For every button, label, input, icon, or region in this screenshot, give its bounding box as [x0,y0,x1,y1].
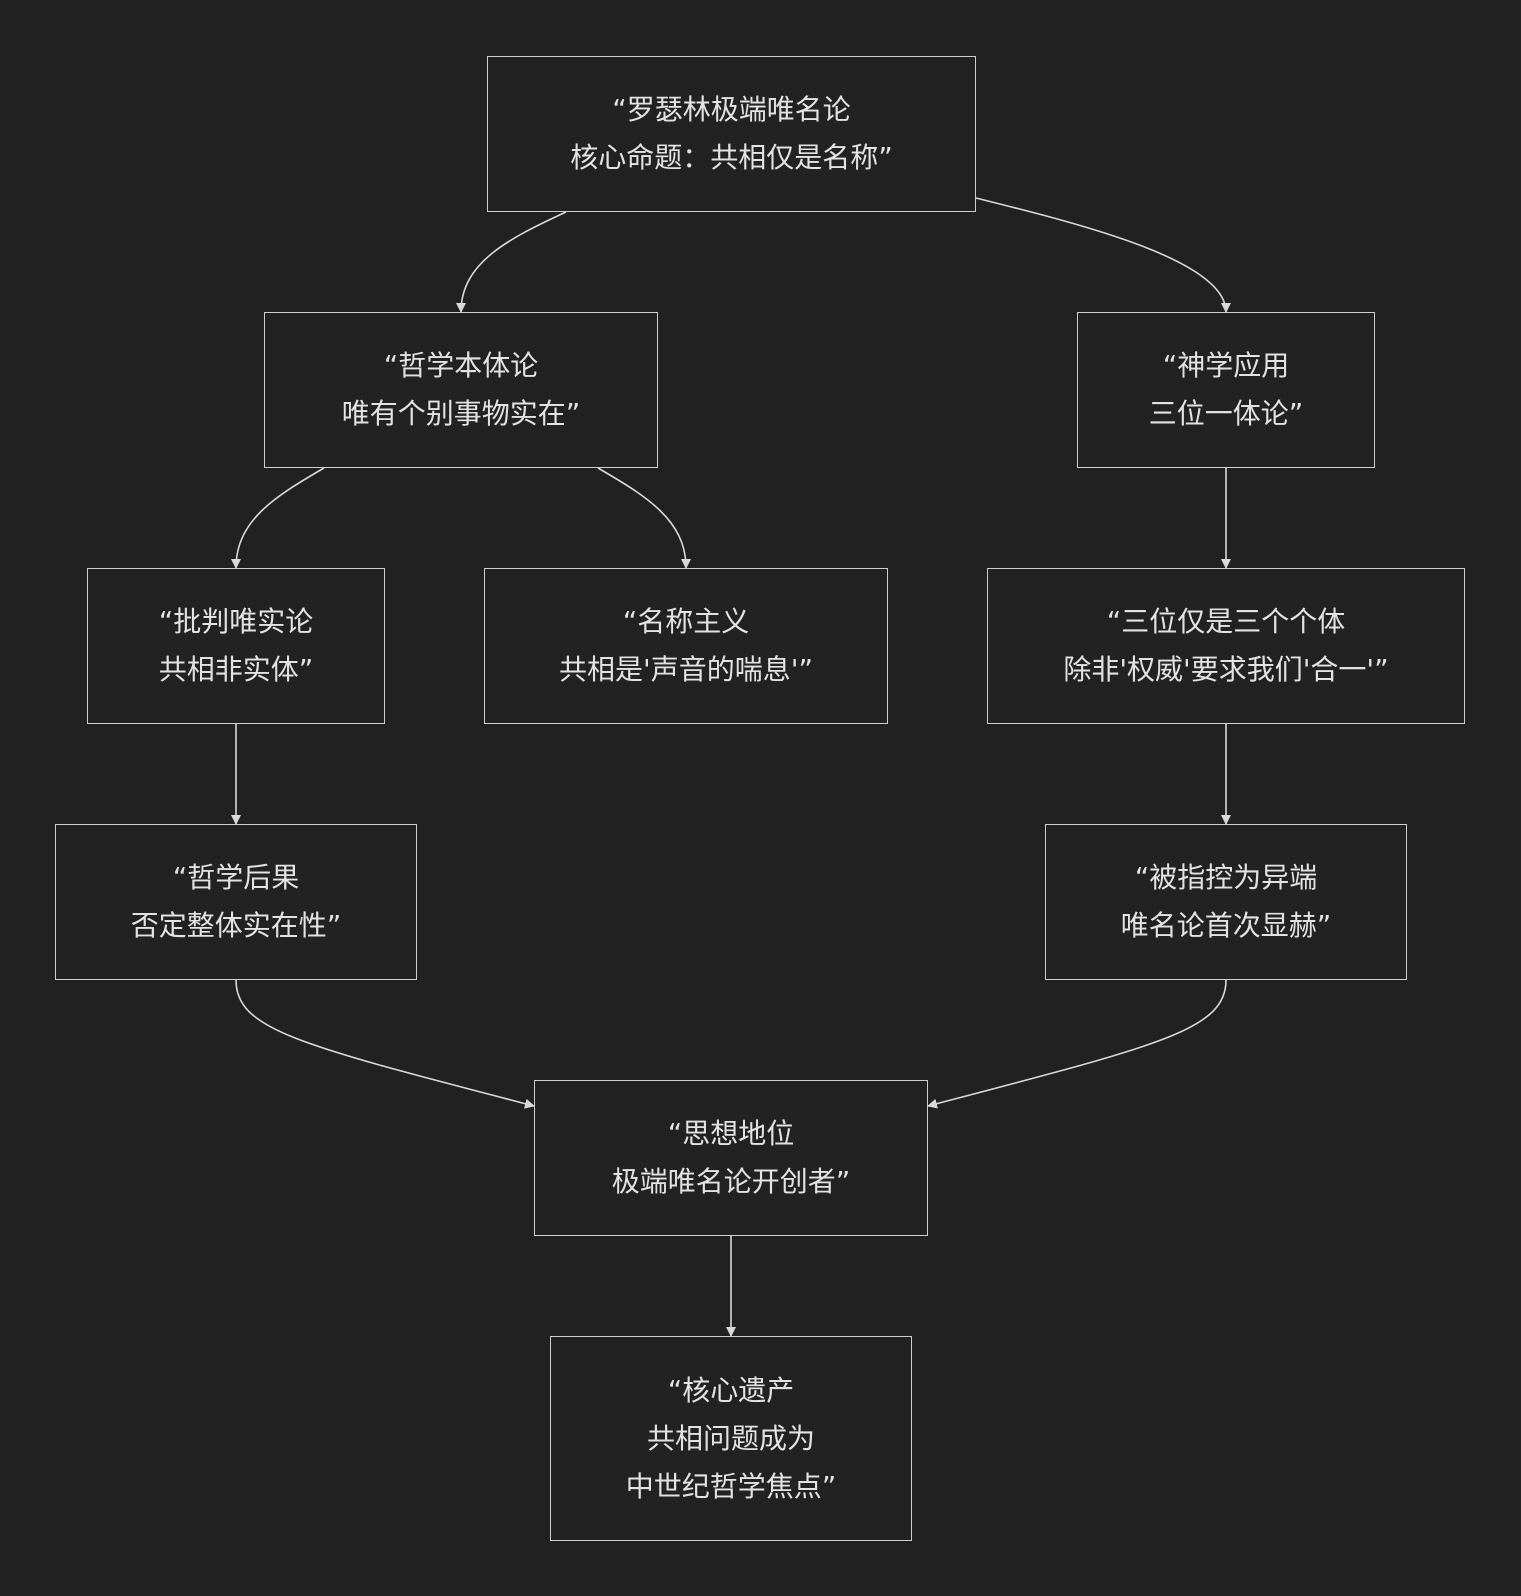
node-label-line: “神学应用 [1162,349,1290,382]
node-label-line: 唯名论首次显赫” [1120,909,1332,942]
node-critique-of-realism: “批判唯实论 共相非实体” [87,568,385,724]
node-philosophical-ontology: “哲学本体论 唯有个别事物实在” [264,312,658,468]
node-label-line: “三位仅是三个个体 [1106,605,1346,638]
node-label-line: 共相是'声音的喘息'” [559,653,813,686]
node-label-line: “名称主义 [622,605,750,638]
node-label-line: “哲学后果 [172,861,300,894]
node-label-line: 极端唯名论开创者” [611,1165,851,1198]
node-accused-of-heresy: “被指控为异端 唯名论首次显赫” [1045,824,1407,980]
node-core-legacy: “核心遗产 共相问题成为 中世纪哲学焦点” [550,1336,912,1541]
edge-n2-n4 [231,467,325,569]
node-philosophical-consequence: “哲学后果 否定整体实在性” [55,824,417,980]
node-label-line: “核心遗产 [667,1373,795,1407]
node-intellectual-status: “思想地位 极端唯名论开创者” [534,1080,928,1236]
node-three-individuals: “三位仅是三个个体 除非'权威'要求我们'合一'” [987,568,1465,724]
node-label-line: 否定整体实在性” [130,909,342,942]
node-label-line: 除非'权威'要求我们'合一'” [1063,653,1389,686]
edge-n7-n9 [235,979,535,1109]
edge-n8-n9 [927,979,1227,1109]
node-label-line: 三位一体论” [1148,397,1304,430]
node-label-line: “罗瑟林极端唯名论 [612,93,851,126]
node-label-line: 核心命题：共相仅是名称” [570,141,893,174]
node-label-line: “哲学本体论 [383,349,539,382]
edge-n1-n3 [975,197,1231,313]
node-label-line: 共相问题成为 [646,1421,815,1455]
edge-n1-n2 [456,211,567,313]
node-theological-application: “神学应用 三位一体论” [1077,312,1375,468]
node-nominalism-voice: “名称主义 共相是'声音的喘息'” [484,568,888,724]
node-label-line: 共相非实体” [158,653,314,686]
node-roscelin-extreme-nominalism: “罗瑟林极端唯名论 核心命题：共相仅是名称” [487,56,976,212]
node-label-line: 唯有个别事物实在” [341,397,581,430]
edge-n2-n5 [597,467,691,569]
node-label-line: “批判唯实论 [158,605,314,638]
node-label-line: 中世纪哲学焦点” [625,1469,837,1503]
node-label-line: “被指控为异端 [1134,861,1318,894]
node-label-line: “思想地位 [667,1117,795,1150]
